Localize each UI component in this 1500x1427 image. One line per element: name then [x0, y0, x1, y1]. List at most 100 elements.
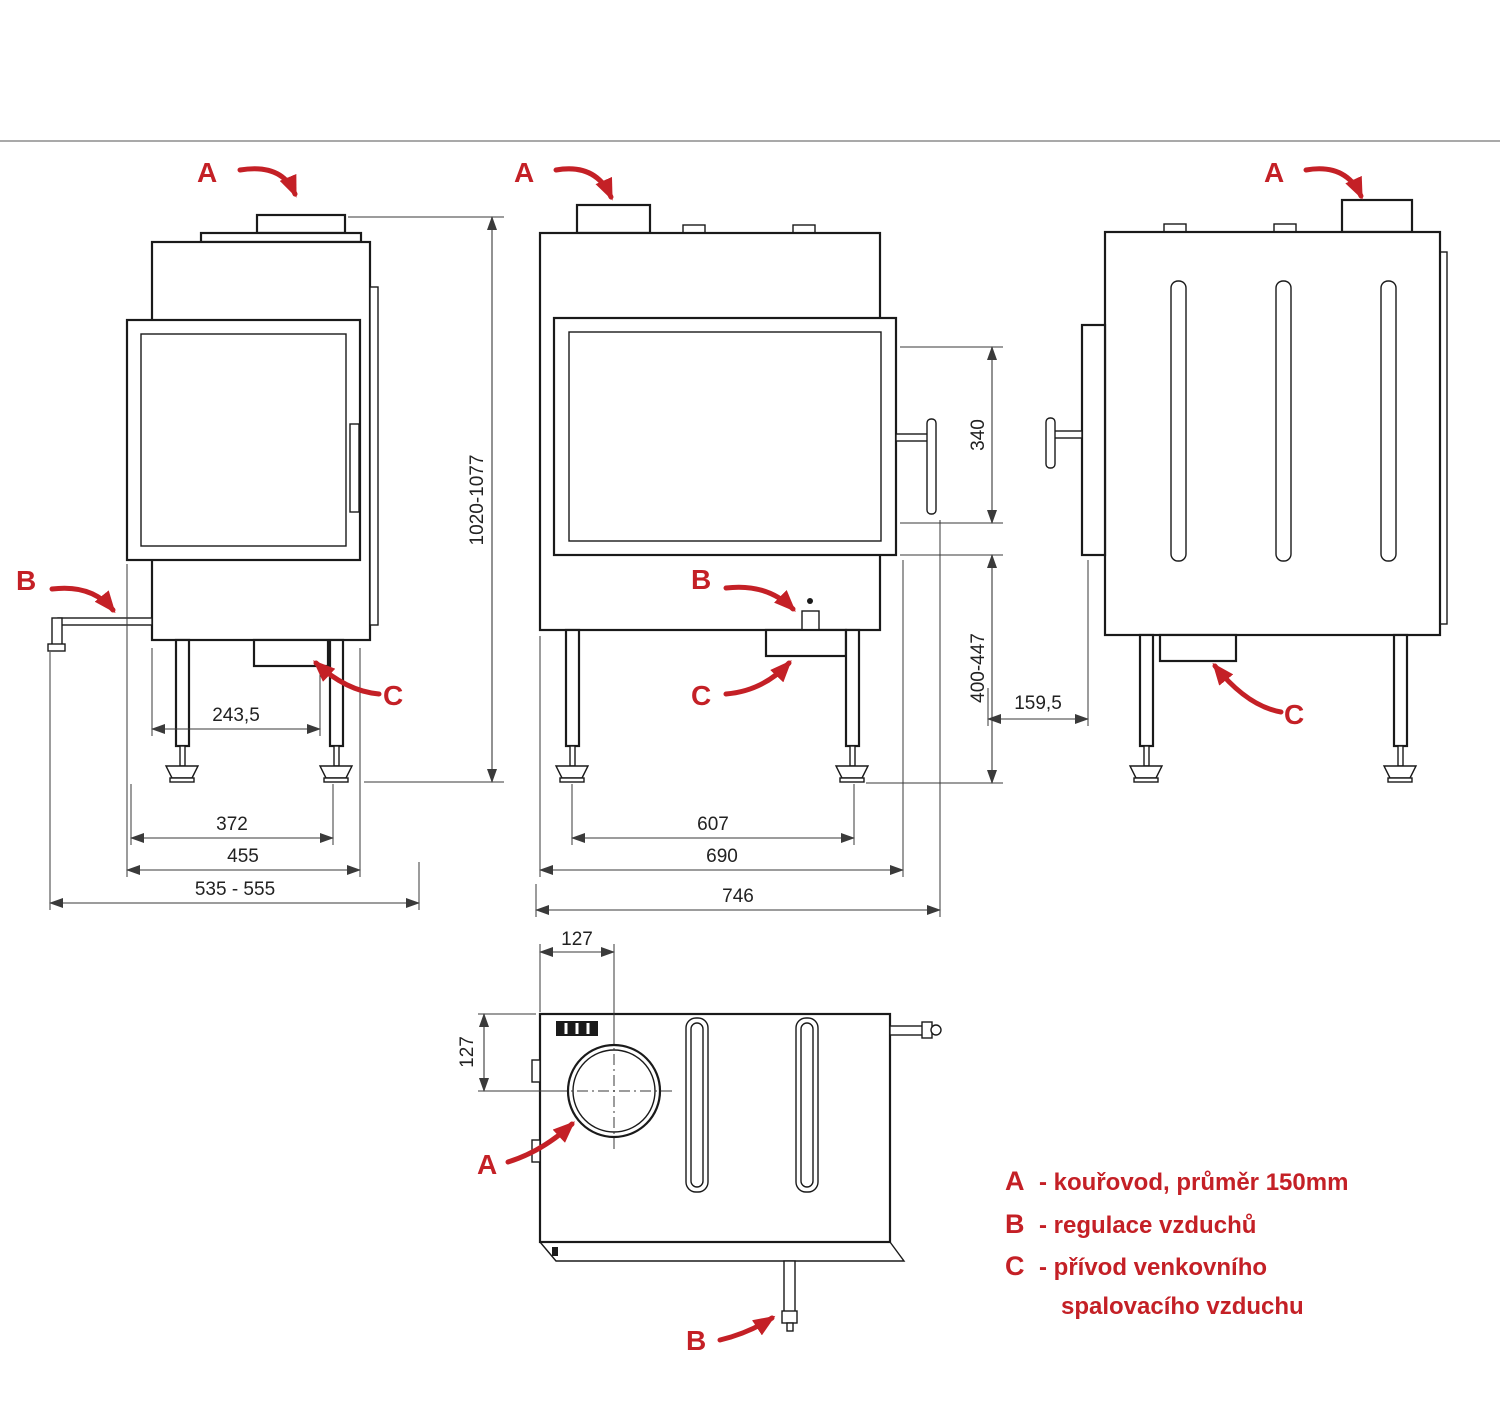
callout-a-label: A [197, 157, 217, 188]
vent-slot-inner [800, 1022, 814, 1188]
leg-foot-base [323, 777, 349, 783]
dim-intake-offset: 159,5 [1014, 693, 1062, 714]
front-view [538, 203, 937, 783]
air-regulation-elbow [51, 617, 63, 647]
legend-text-c-cont: spalovacího vzduchu [1061, 1293, 1304, 1321]
leg-foot [834, 765, 870, 779]
rear-panel [1439, 251, 1448, 625]
handle-knob [930, 1024, 942, 1036]
dim-total-depth: 535 - 555 [195, 879, 275, 900]
legend-text-a: - kouřovod, průměr 150mm [1039, 1169, 1349, 1196]
leg-bolt [179, 745, 186, 767]
callout-a-label: A [514, 157, 534, 188]
glass-door [125, 318, 362, 562]
leg-foot-base [1133, 777, 1159, 783]
dim-feet-span: 607 [697, 814, 729, 835]
top-view [531, 1012, 942, 1332]
handle-support [1053, 430, 1083, 439]
air-control-pin [807, 598, 813, 604]
firebox-body [1103, 230, 1442, 637]
legend: A - kouřovod, průměr 150mm B - regulace … [1005, 1164, 1348, 1331]
left-view-callouts: A B C [16, 157, 403, 711]
callout-b-label: B [686, 1325, 706, 1356]
leg [1138, 633, 1155, 748]
handle-rod [889, 1025, 927, 1036]
front-view-callouts: A B C [514, 157, 796, 711]
dim-flue-y: 127 [457, 1036, 478, 1068]
callout-a-label: A [1264, 157, 1284, 188]
leg-foot-base [839, 777, 865, 783]
flue-collar [575, 203, 652, 235]
callout-c-arrow [1212, 662, 1284, 715]
leg-foot-base [559, 777, 585, 783]
glass-pane [140, 333, 347, 547]
door-edge [1080, 323, 1107, 557]
callout-c-label: C [691, 680, 711, 711]
legend-key-c: C [1005, 1251, 1025, 1282]
front-edge [539, 1241, 906, 1262]
callout-c-label: C [383, 680, 403, 711]
legend-item-b: B - regulace vzduchů [1005, 1207, 1348, 1242]
legend-key-b: B [1005, 1208, 1025, 1239]
vent-slot-inner [690, 1022, 704, 1188]
glass-pane [568, 331, 882, 542]
leg-bolt [1143, 745, 1150, 767]
leg-bolt [1397, 745, 1404, 767]
leg [564, 628, 581, 748]
callout-c-arrow [313, 660, 382, 697]
air-regulation-pipe [783, 1260, 796, 1314]
flue-collar [255, 213, 347, 235]
callout-a-arrow [1303, 166, 1364, 200]
right-view-callouts: A C [1212, 157, 1364, 730]
dim-glass-height: 340 [968, 419, 989, 451]
door-handle [1045, 417, 1056, 469]
dim-flue-x: 127 [561, 929, 593, 950]
leg [844, 628, 861, 748]
vent-slot [1170, 280, 1187, 562]
vent-slot [1380, 280, 1397, 562]
callout-b-arrow [49, 585, 116, 614]
corner-mark [552, 1247, 558, 1256]
left-side-view [47, 213, 379, 783]
dim-total-width: 746 [722, 886, 754, 907]
leg [1392, 633, 1409, 748]
air-regulation-cap [47, 643, 66, 652]
top-tab [792, 224, 816, 234]
callout-a-arrow [553, 166, 614, 201]
callout-b-label: B [16, 565, 36, 596]
callout-a-arrow [237, 166, 298, 198]
top-tab [1273, 223, 1297, 233]
leg-foot [1128, 765, 1164, 779]
leg-foot [318, 765, 354, 779]
door-handle [926, 418, 937, 515]
dim-body-depth: 455 [227, 846, 259, 867]
door-handle [349, 423, 360, 513]
glass-door [552, 316, 898, 557]
leg-bolt [569, 745, 576, 767]
legend-key-a: A [1005, 1166, 1025, 1196]
top-plate [199, 231, 363, 244]
leg-bolt [849, 745, 856, 767]
top-view-callouts: A B [477, 1121, 776, 1356]
leg-foot-base [1387, 777, 1413, 783]
dim-intake-offset: 243,5 [212, 705, 260, 726]
callout-a-arrow [505, 1121, 575, 1165]
leg-foot [1382, 765, 1418, 779]
right-side-view [1045, 198, 1448, 783]
left-view-dimensions: 243,5 372 455 535 - 555 1020-1077 [49, 216, 504, 910]
callout-c-arrow [723, 660, 792, 697]
right-view-dimensions: 159,5 [987, 560, 1089, 726]
leg-foot [554, 765, 590, 779]
leg [328, 638, 345, 748]
vent-slot [685, 1017, 709, 1193]
legend-item-a: A - kouřovod, průměr 150mm [1005, 1164, 1348, 1199]
handle-support [895, 433, 930, 442]
dim-feet-span: 372 [216, 814, 248, 835]
dim-total-height: 1020-1077 [467, 455, 488, 546]
rear-panel [369, 286, 379, 626]
legend-item-c: C - přívod venkovního [1005, 1249, 1348, 1284]
legend-text-b: - regulace vzduchů [1039, 1211, 1257, 1239]
vent-slot [1275, 280, 1292, 562]
